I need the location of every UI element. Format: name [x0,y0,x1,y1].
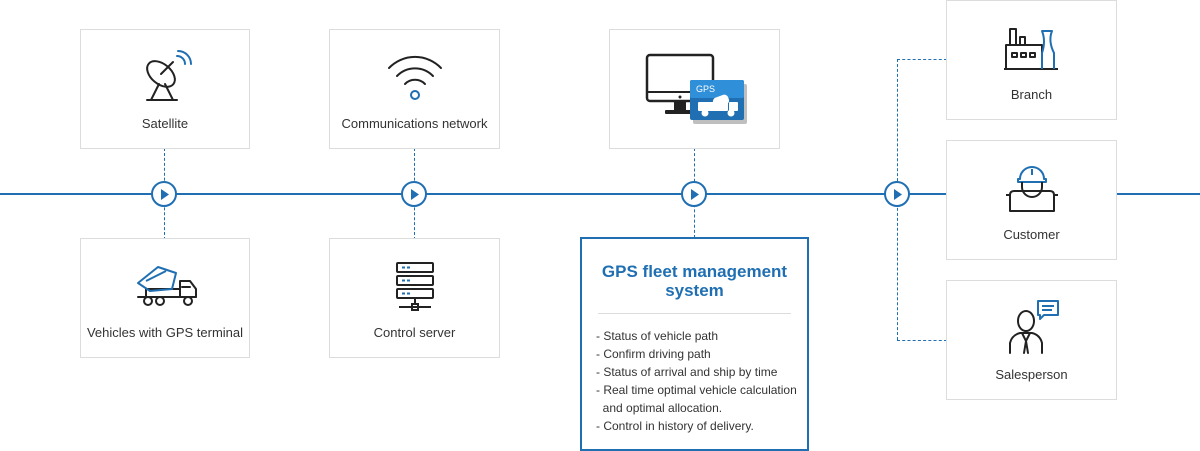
wifi-icon [387,55,442,100]
main-flow-line [0,193,1200,195]
play-icon [411,189,419,200]
monitor-gps-icon: GPS [645,53,747,124]
connector-branch [897,59,947,60]
branch-label: Branch [1010,87,1053,102]
satellite-card: Satellite [80,29,250,149]
factory-icon [1003,28,1058,70]
worker-icon [1005,166,1058,212]
branch-card: Branch [946,0,1117,120]
flow-arrow-node-1 [151,181,177,207]
salesperson-card: Salesperson [946,280,1117,400]
communications-label: Communications network [341,116,488,131]
play-icon [691,189,699,200]
gps-system-title: GPS fleet management system [601,262,788,300]
flow-arrow-node-4 [884,181,910,207]
mixer-truck-icon [137,266,197,306]
vehicles-card: Vehicles with GPS terminal [80,238,250,358]
salesperson-icon [1008,300,1059,354]
control-server-label: Control server [373,325,456,340]
communications-card: Communications network [329,29,500,149]
play-icon [894,189,902,200]
satellite-dish-icon [146,50,192,101]
list-item: - Confirm driving path [596,347,711,361]
play-icon [161,189,169,200]
gps-badge-text: GPS [696,84,715,94]
vehicles-label: Vehicles with GPS terminal [86,325,244,340]
customer-label: Customer [1003,227,1060,242]
customer-card: Customer [946,140,1117,260]
server-icon [395,262,434,311]
list-item: - Status of arrival and ship by time [596,365,778,379]
satellite-label: Satellite [141,116,189,131]
list-item: - Status of vehicle path [596,329,719,343]
flow-arrow-node-3 [681,181,707,207]
list-item: - Real time optimal vehicle calculation [596,383,797,397]
salesperson-label: Salesperson [995,367,1068,382]
gps-system-panel: GPS fleet management system - Status of … [580,237,809,451]
list-item: - Control in history of delivery. [596,419,754,433]
gps-system-features: - Status of vehicle path - Confirm drivi… [596,327,797,435]
monitor-card: GPS [609,29,780,149]
list-item: and optimal allocation. [596,401,723,415]
control-server-card: Control server [329,238,500,358]
connector-salesperson [897,340,947,341]
gps-system-divider [598,313,791,314]
flow-arrow-node-2 [401,181,427,207]
